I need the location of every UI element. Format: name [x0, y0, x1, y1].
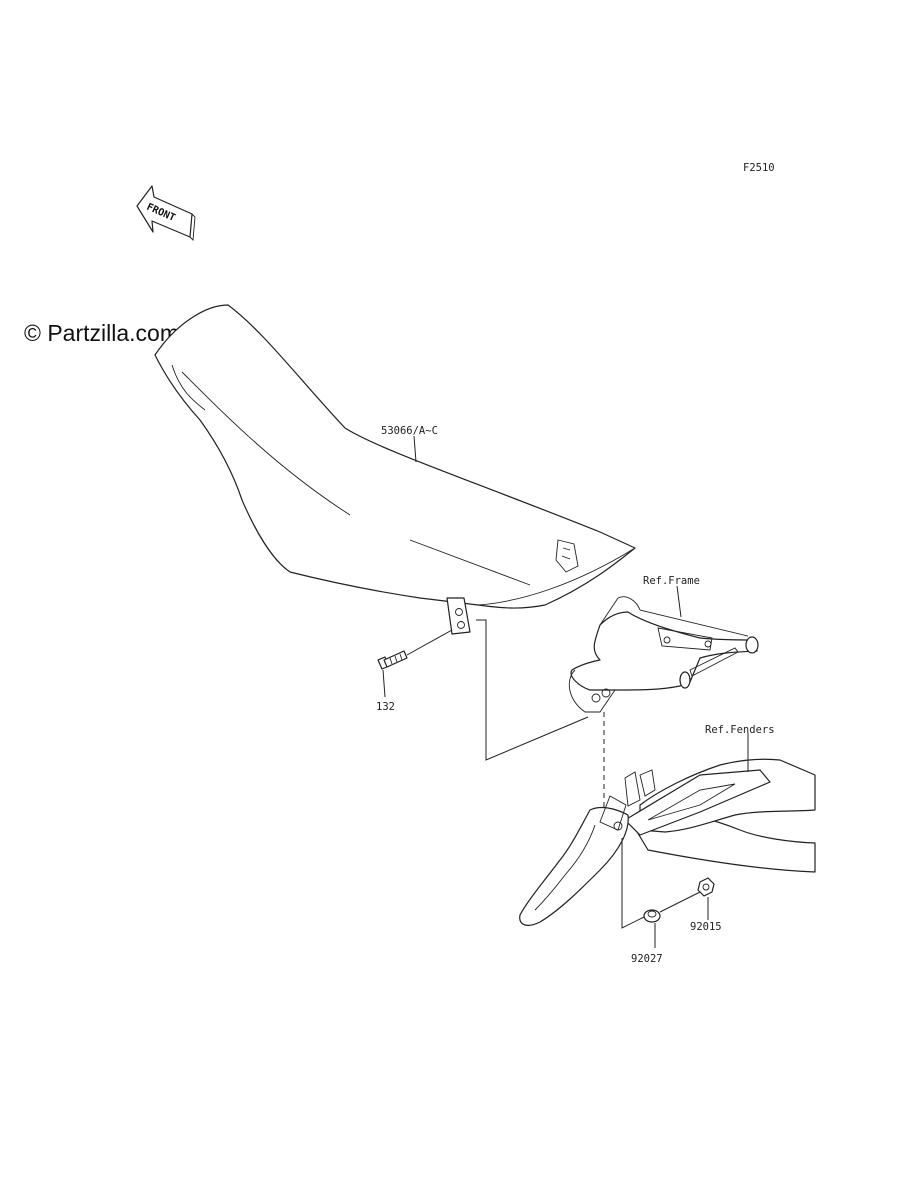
seat	[154, 304, 636, 635]
seat-mount-connector-line	[476, 619, 589, 761]
nut-icon	[697, 877, 715, 897]
fender-mount-line	[621, 838, 647, 929]
collar-to-nut-line	[659, 891, 701, 913]
front-arrow-icon: FRONT	[136, 185, 196, 242]
fender-reference[interactable]: Ref.Fenders	[705, 724, 775, 736]
bolt-icon	[377, 650, 408, 670]
nut-part-number[interactable]: 92015	[690, 921, 722, 933]
bolt-leader-line	[382, 669, 386, 698]
frame-reference[interactable]: Ref.Frame	[643, 575, 700, 587]
bolt-part-number[interactable]: 132	[376, 701, 395, 713]
collar-icon	[643, 909, 661, 923]
seat-part-number[interactable]: 53066/A~C	[381, 425, 438, 437]
seat-leader-line	[413, 435, 417, 463]
watermark: © Partzilla.com	[24, 320, 179, 346]
diagram-code: F2510	[743, 162, 775, 174]
frame-leader-line	[676, 585, 682, 618]
collar-part-number[interactable]: 92027	[631, 953, 663, 965]
bolt-to-bracket-line	[406, 629, 453, 656]
rear-fender	[519, 758, 816, 926]
frame	[568, 596, 759, 713]
